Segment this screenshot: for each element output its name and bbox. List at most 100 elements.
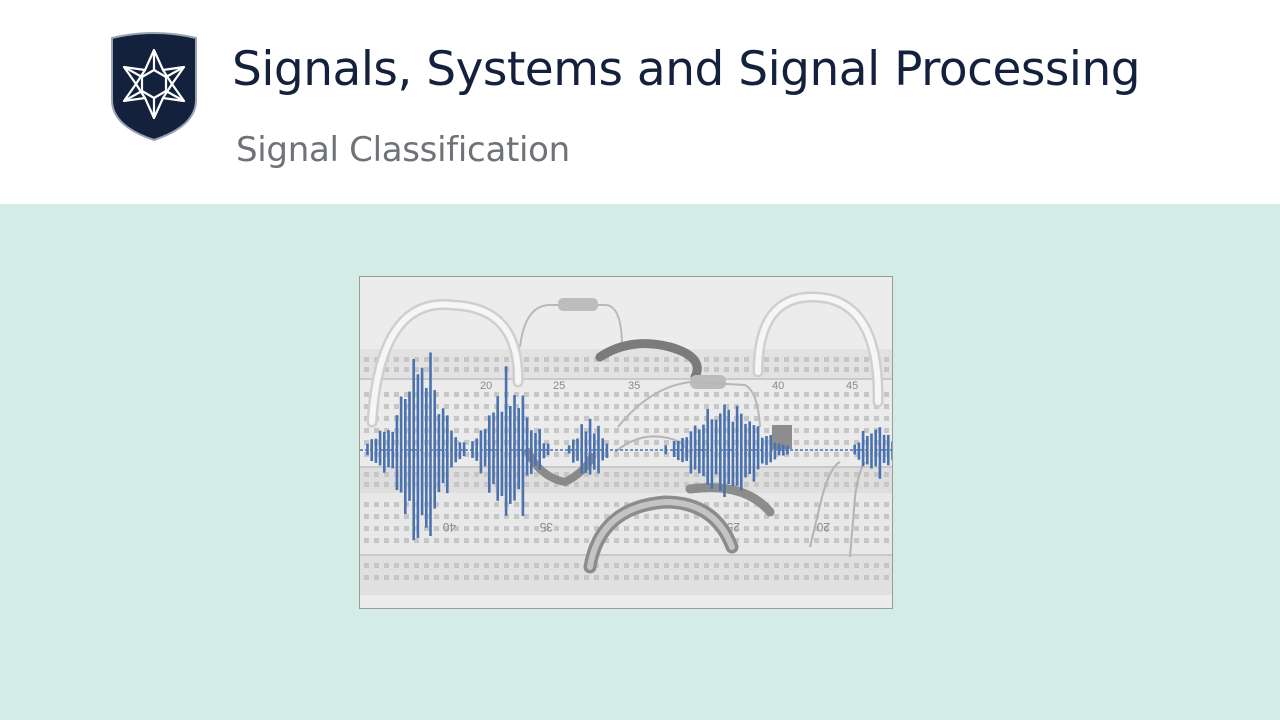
waveform-bar: [429, 352, 432, 536]
board-number: 20: [816, 520, 830, 534]
waveform-bar: [412, 359, 415, 541]
waveform-bar: [525, 417, 529, 476]
waveform-bar: [534, 433, 537, 466]
waveform-bar: [727, 409, 730, 484]
waveform-bar: [399, 396, 403, 493]
waveform-bar: [479, 430, 483, 474]
waveform-bar: [374, 438, 378, 463]
waveform-bar: [714, 419, 718, 475]
board-number: 40: [442, 520, 456, 534]
waveform-bar: [756, 426, 760, 470]
board-number: 25: [553, 380, 565, 392]
waveform-bar: [517, 408, 520, 490]
waveform-bar: [366, 443, 369, 456]
waveform-bar: [420, 367, 424, 516]
board-number: 35: [539, 520, 553, 534]
waveform-bar: [744, 423, 747, 478]
waveform-bar: [437, 414, 441, 493]
waveform-bar: [878, 427, 882, 479]
waveform-bar: [462, 442, 466, 457]
waveform-bar: [870, 433, 873, 469]
waveform-bar: [530, 430, 533, 475]
waveform-bar: [731, 421, 735, 486]
waveform-bar: [601, 438, 604, 461]
waveform-bar: [769, 435, 772, 463]
waveform-bar: [706, 408, 709, 485]
waveform-bar: [483, 429, 487, 467]
waveform-bar: [702, 424, 705, 477]
waveform-bar: [395, 415, 399, 491]
waveform-bar: [891, 441, 892, 460]
waveform-bar: [416, 374, 420, 538]
waveform-bar: [874, 429, 877, 467]
waveform-bar: [689, 431, 693, 474]
waveform-bar: [693, 425, 697, 470]
waveform-bar: [740, 413, 743, 491]
waveform-bar: [672, 441, 676, 457]
waveform-bar: [882, 434, 886, 463]
waveform-bar: [408, 391, 411, 501]
board-number: 35: [628, 380, 640, 392]
waveform-bar: [425, 387, 428, 528]
course-title: Signals, Systems and Signal Processing: [232, 42, 1141, 97]
waveform-bar: [513, 395, 516, 501]
waveform-bar: [576, 438, 579, 461]
waveform-bar: [546, 443, 550, 456]
waveform-bar: [504, 366, 508, 516]
waveform-bar: [853, 444, 856, 455]
waveform-bar: [383, 431, 386, 473]
waveform-bar: [488, 415, 491, 493]
board-number: 20: [480, 380, 492, 392]
waveform-bar: [496, 396, 499, 501]
waveform-bar: [584, 431, 588, 473]
waveform-bar: [748, 421, 751, 474]
waveform-bar: [454, 437, 457, 463]
waveform-bar: [664, 445, 667, 455]
waveform-bar: [572, 439, 575, 463]
waveform-bar: [777, 443, 781, 456]
university-shield-logo: [106, 30, 202, 142]
waveform-bar: [861, 430, 865, 467]
waveform-bar: [681, 438, 684, 463]
breadboard-signal-image: 20 25 35 40 45 40 35 25 20: [359, 276, 893, 609]
waveform-bar: [723, 404, 726, 497]
waveform-bar: [597, 425, 600, 474]
waveform-bar: [370, 439, 373, 461]
waveform-bar: [509, 406, 512, 504]
waveform-bar: [786, 445, 789, 455]
board-number: 45: [846, 380, 858, 392]
waveform-bar: [588, 418, 592, 475]
waveform-bar: [735, 405, 739, 486]
lesson-subtitle: Signal Classification: [236, 130, 570, 170]
waveform-bar: [450, 430, 453, 468]
waveform-bar: [458, 442, 462, 460]
waveform-bar: [580, 424, 583, 474]
waveform-bar: [866, 436, 869, 465]
waveform-bar: [378, 430, 382, 466]
slide-header: Signals, Systems and Signal Processing S…: [0, 0, 1280, 204]
waveform-bar: [387, 430, 390, 468]
waveform-bar: [677, 441, 680, 461]
waveform-bar: [710, 419, 714, 489]
waveform-bar: [567, 445, 571, 454]
waveform-bar: [685, 437, 688, 461]
waveform-bar: [773, 442, 777, 460]
waveform-bar: [521, 395, 525, 517]
waveform-bar: [441, 408, 445, 483]
waveform-bar: [765, 436, 768, 465]
waveform-bar: [719, 413, 722, 491]
waveform-bar: [857, 442, 861, 460]
waveform-bar: [475, 438, 478, 461]
waveform-bar: [500, 411, 504, 496]
waveform-bar: [593, 433, 596, 470]
waveform-bar: [433, 390, 436, 509]
waveform-bar: [404, 399, 407, 514]
board-number: 40: [772, 380, 784, 392]
waveform-bar: [538, 428, 541, 470]
waveform-bar: [492, 412, 495, 485]
waveform-bar: [752, 425, 756, 482]
waveform-bar: [698, 429, 701, 474]
waveform-bar: [782, 444, 785, 456]
waveform-bar: [391, 431, 394, 469]
waveform-bar: [761, 437, 764, 464]
